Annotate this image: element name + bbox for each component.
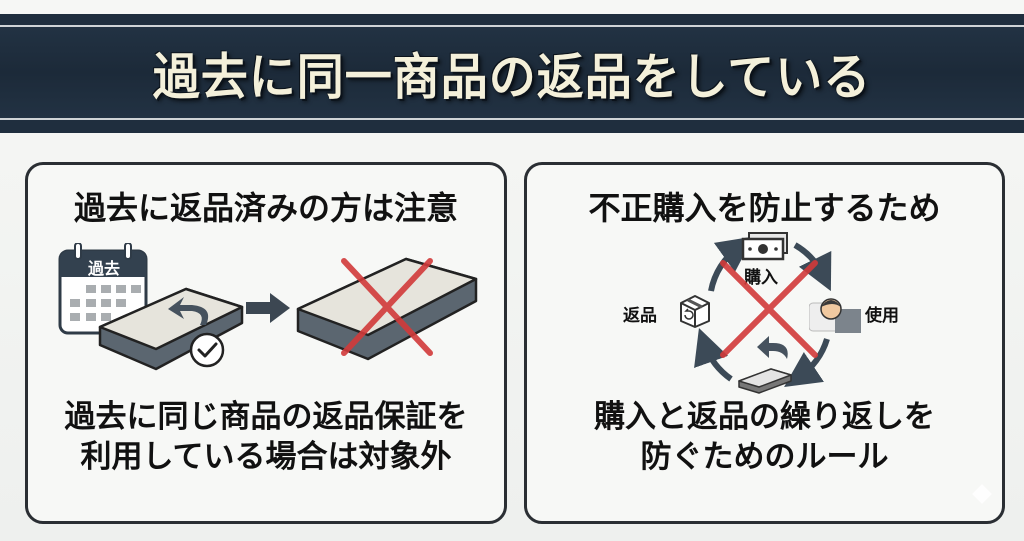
cycle-arrows-icon [687, 227, 847, 397]
sleeping-person-icon [808, 293, 861, 333]
right-panel: 不正購入を防止するため [524, 162, 1005, 524]
return-box-icon [677, 293, 713, 329]
left-panel: 過去に返品済みの方は注意 過去 [25, 162, 507, 524]
mattress-return-icon [96, 283, 246, 375]
left-panel-heading: 過去に返品済みの方は注意 [73, 189, 458, 227]
step-label-use: 使用 [865, 306, 899, 326]
right-body-line-2: 防ぐためのルール [640, 439, 889, 475]
calendar-icon: 過去 [58, 242, 150, 335]
money-icon [741, 231, 789, 261]
banner-title: 過去に同一商品の返品をしている [152, 48, 872, 107]
right-panel-heading: 不正購入を防止するため [588, 189, 941, 227]
right-panel-body: 購入と返品の繰り返しを 防ぐためのルール [527, 397, 1002, 477]
red-x-icon [717, 257, 821, 361]
mattress-crossed-icon [294, 253, 480, 365]
arrow-right-icon [246, 293, 290, 323]
check-circle-icon [188, 331, 226, 369]
step-label-return: 返品 [623, 306, 657, 326]
banner-stripe-bottom [0, 120, 1024, 133]
left-panel-body: 過去に同じ商品の返品保証を 利用している場合は対象外 [28, 397, 504, 477]
red-x-icon [341, 258, 433, 356]
return-arrow-icon [757, 335, 791, 361]
title-banner: 過去に同一商品の返品をしている [0, 27, 1024, 118]
banner-divider-top [0, 25, 1024, 27]
banner-stripe-top [0, 14, 1024, 25]
right-body-line-1: 購入と返品の繰り返しを [594, 399, 935, 435]
left-body-line-2: 利用している場合は対象外 [80, 439, 452, 475]
calendar-label: 過去 [87, 259, 120, 278]
left-body-line-1: 過去に同じ商品の返品保証を [64, 399, 468, 435]
banner-divider-bottom [0, 118, 1024, 120]
step-label-purchase: 購入 [744, 268, 778, 288]
mattress-icon [737, 367, 793, 395]
